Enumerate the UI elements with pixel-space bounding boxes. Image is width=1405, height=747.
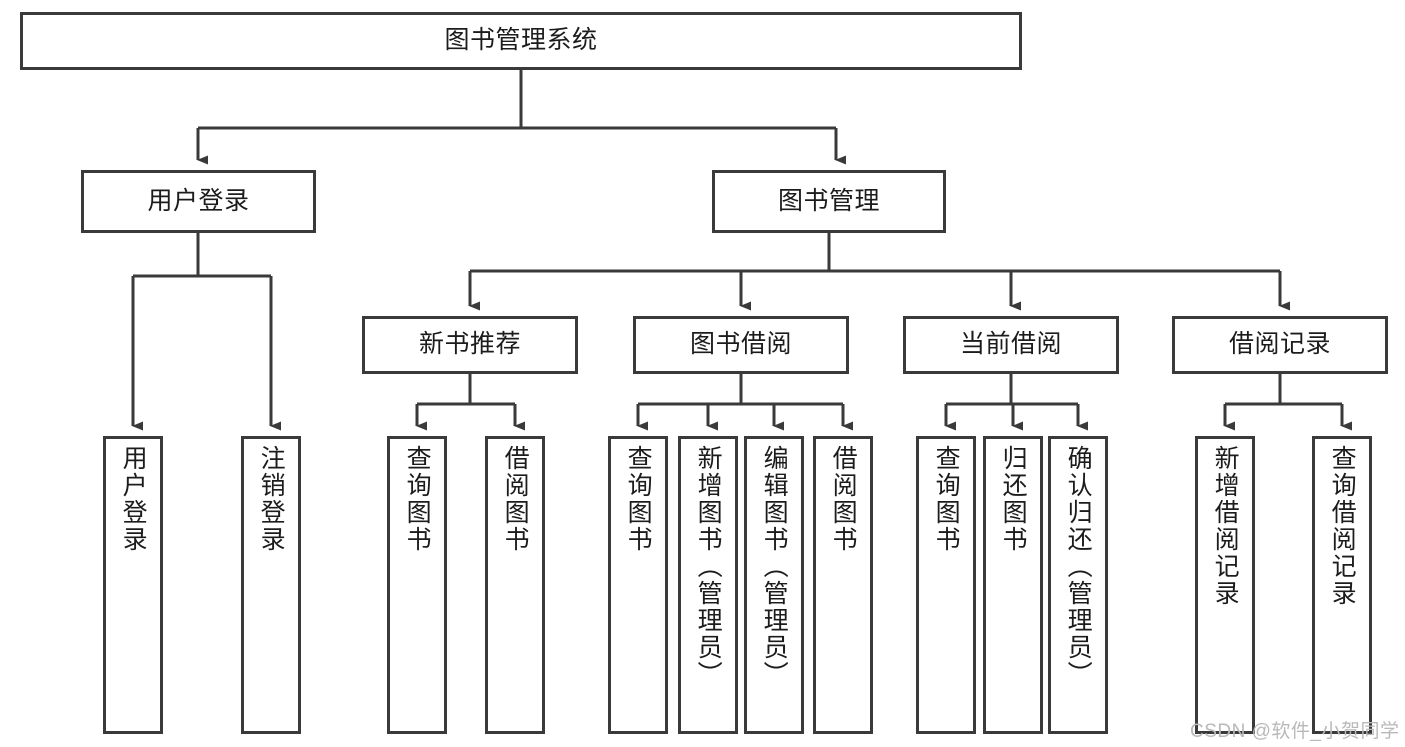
node-book-borrow[interactable]: 图书借阅 [633,316,849,374]
node-leaf-add-borrow-record-label: 新增借阅记录 [1211,445,1240,607]
node-leaf-edit-book-admin-label: 编辑图书（管理员） [760,445,789,688]
node-leaf-return-book-label: 归还图书 [999,445,1028,553]
node-book-management-label: 图书管理 [777,186,880,215]
node-leaf-add-borrow-record[interactable]: 新增借阅记录 [1195,436,1255,734]
node-book-management[interactable]: 图书管理 [712,170,946,233]
node-leaf-query-book-current-label: 查询图书 [932,445,961,553]
node-leaf-query-book[interactable]: 查询图书 [608,436,668,734]
node-root-label: 图书管理系统 [444,26,598,55]
node-borrow-record-label: 借阅记录 [1228,330,1331,359]
node-leaf-query-book-current[interactable]: 查询图书 [916,436,976,734]
node-user-login-label: 用户登录 [147,186,250,215]
node-leaf-user-logout-label: 注销登录 [257,445,286,553]
node-leaf-query-book-recommend[interactable]: 查询图书 [387,436,447,734]
node-current-borrow-label: 当前借阅 [959,330,1062,359]
node-user-login[interactable]: 用户登录 [81,170,316,233]
node-new-book-recommend-label: 新书推荐 [418,330,521,359]
node-book-borrow-label: 图书借阅 [689,330,792,359]
node-leaf-add-book-admin-label: 新增图书（管理员） [694,445,723,688]
node-leaf-edit-book-admin[interactable]: 编辑图书（管理员） [744,436,804,734]
node-leaf-confirm-return-admin[interactable]: 确认归还（管理员） [1048,436,1108,734]
node-leaf-borrow-book[interactable]: 借阅图书 [813,436,873,734]
node-leaf-query-book-recommend-label: 查询图书 [403,445,432,553]
node-leaf-user-login[interactable]: 用户登录 [103,436,163,734]
node-leaf-user-logout[interactable]: 注销登录 [241,436,301,734]
node-root[interactable]: 图书管理系统 [20,12,1022,70]
node-leaf-confirm-return-admin-label: 确认归还（管理员） [1064,445,1093,688]
csdn-watermark: CSDN @软件_小贺同学 [1190,721,1400,742]
node-leaf-borrow-book-recommend[interactable]: 借阅图书 [485,436,545,734]
node-leaf-query-borrow-record-label: 查询借阅记录 [1328,445,1357,607]
node-leaf-add-book-admin[interactable]: 新增图书（管理员） [678,436,738,734]
node-leaf-query-book-label: 查询图书 [624,445,653,553]
node-leaf-borrow-book-label: 借阅图书 [829,445,858,553]
node-leaf-borrow-book-recommend-label: 借阅图书 [501,445,530,553]
node-new-book-recommend[interactable]: 新书推荐 [362,316,578,374]
node-leaf-return-book[interactable]: 归还图书 [983,436,1043,734]
node-leaf-user-login-label: 用户登录 [119,445,148,553]
node-current-borrow[interactable]: 当前借阅 [903,316,1119,374]
node-borrow-record[interactable]: 借阅记录 [1172,316,1388,374]
node-leaf-query-borrow-record[interactable]: 查询借阅记录 [1312,436,1372,734]
